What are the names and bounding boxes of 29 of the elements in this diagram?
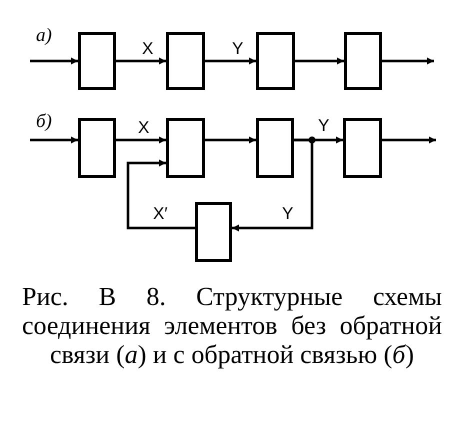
arrow: [205, 58, 256, 64]
arrow: [116, 58, 166, 64]
block-box: [78, 118, 116, 178]
arrow: [295, 58, 344, 64]
edge-label: X: [137, 119, 150, 136]
block-box: [256, 118, 294, 178]
edge-label: X: [141, 40, 154, 57]
arrow: [382, 136, 436, 144]
edge-label: Y: [231, 40, 244, 57]
block-box: [343, 118, 382, 178]
arrow: [382, 58, 434, 64]
block-box: [344, 32, 382, 90]
panel-label: а): [36, 26, 52, 45]
arrow: [205, 136, 256, 144]
edge-label: Y: [317, 117, 330, 134]
edge-label: X′: [152, 205, 169, 222]
arrow: [116, 136, 166, 144]
block-box: [256, 32, 295, 90]
edge-label: Y: [281, 205, 294, 222]
arrow: [30, 58, 78, 64]
block-box: [166, 118, 205, 178]
arrow: [30, 136, 78, 144]
arrow: [126, 160, 195, 230]
panel-label: б): [36, 112, 52, 131]
block-box: [195, 202, 232, 262]
block-box: [166, 32, 205, 90]
block-box: [78, 32, 116, 90]
arrow: [232, 138, 314, 232]
figure-caption: Рис. В 8. Структурные схемы соединения элементов без обратной связи (а) и с обратной связью (б): [22, 282, 442, 369]
